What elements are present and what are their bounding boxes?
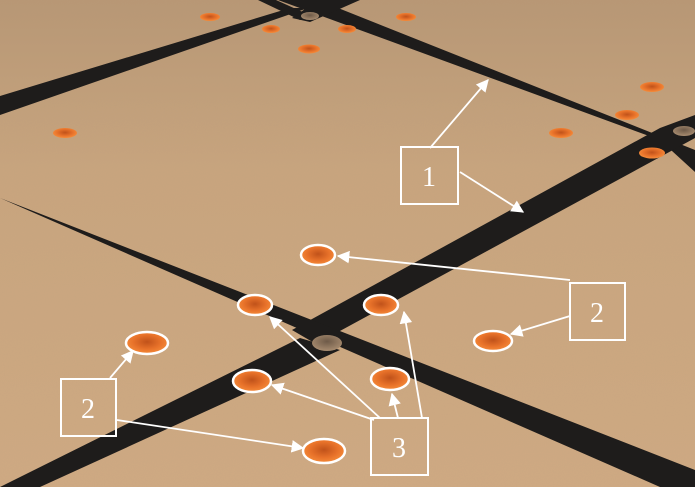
peg-type-2 xyxy=(301,437,347,465)
peg xyxy=(338,25,356,33)
labeled-pegs xyxy=(124,243,514,465)
annotation-arrows xyxy=(109,79,571,453)
tape-line-left-main xyxy=(0,160,695,487)
peg-type-3 xyxy=(369,366,411,392)
pegs xyxy=(53,12,695,351)
peg-type-3 xyxy=(231,368,273,394)
arrow-1-upper xyxy=(429,79,489,149)
callout-1: 1 xyxy=(400,146,459,205)
peg-type-3 xyxy=(362,293,400,317)
callout-2-right-label: 2 xyxy=(590,298,604,329)
peg xyxy=(298,44,320,54)
peg xyxy=(262,25,280,33)
arrow-3-a xyxy=(269,316,381,419)
arrow-1-lower xyxy=(459,171,525,213)
hole xyxy=(301,12,319,20)
hole xyxy=(312,335,342,351)
callout-2-left-label: 2 xyxy=(81,394,95,425)
callout-2-left: 2 xyxy=(60,378,117,437)
arrow-3-c xyxy=(388,392,401,419)
hole xyxy=(673,126,695,136)
callout-3-label: 3 xyxy=(392,433,406,464)
peg-type-3 xyxy=(236,293,274,317)
arrow-3-b xyxy=(270,382,375,421)
peg-type-2 xyxy=(124,330,170,356)
peg-type-2 xyxy=(299,243,337,267)
callout-2-right: 2 xyxy=(569,282,626,341)
callout-1-label: 1 xyxy=(422,162,436,193)
tape-line-right-descending xyxy=(292,115,695,344)
arrow-2-left-upper xyxy=(109,350,134,379)
callout-3: 3 xyxy=(370,417,429,476)
arrow-2-left-lower xyxy=(116,419,305,453)
peg xyxy=(640,82,664,92)
peg xyxy=(549,128,573,138)
peg xyxy=(615,110,639,120)
peg xyxy=(396,13,416,21)
peg xyxy=(200,13,220,21)
arrow-2-right-upper xyxy=(336,250,571,281)
arrow-2-right-lower xyxy=(509,315,571,337)
peg xyxy=(639,147,665,159)
peg-type-2 xyxy=(472,329,514,353)
arrow-3-d xyxy=(399,310,423,419)
tape-line-upper-left xyxy=(0,8,308,115)
peg xyxy=(53,128,77,138)
